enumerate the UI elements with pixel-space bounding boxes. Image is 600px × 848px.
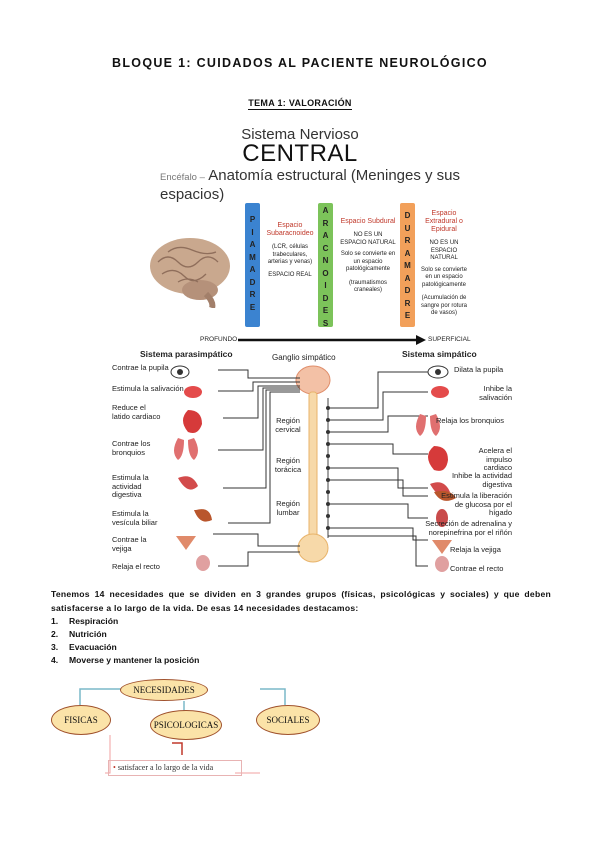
axis-label-superficial: SUPERFICIAL [428, 336, 471, 343]
symp-label-7: Secreción de adrenalina y norepinefrina … [425, 519, 512, 537]
symp-label-6: Estimula la liberación de glucosa por el… [441, 491, 512, 517]
needs-node-psicologicas: PSICOLOGICAS [150, 710, 222, 740]
encefalo-prefix: Encéfalo – [160, 172, 205, 183]
region-lumbar: Región lumbar [276, 499, 300, 517]
symp-label-5: Inhibe la actividad digestiva [451, 471, 512, 489]
para-label-7: Contrae la vejiga [112, 535, 147, 553]
autonomic-diagram [170, 365, 456, 572]
page-title: BLOQUE 1: CUIDADOS AL PACIENTE NEUROLÓGI… [112, 56, 488, 70]
figure-title-line1: Sistema Nervioso [241, 126, 359, 143]
symp-label-3: Relaja los bronquios [436, 416, 504, 425]
para-label-1: Contrae la pupila [112, 363, 169, 372]
depth-arrow [238, 335, 426, 345]
aracnoides-bar [318, 203, 333, 327]
needs-node-fisicas: FISICAS [51, 705, 111, 735]
symp-label-2: Inhibe la salivación [479, 384, 512, 402]
space-epidural: Espacio Extradural o Epidural NO ES UN E… [420, 210, 468, 316]
list-item: 2.Nutrición [51, 629, 107, 639]
list-item: 4.Moverse y mantener la posición [51, 655, 200, 665]
duramadre-bar [400, 203, 415, 327]
space-subdural: Espacio Subdural NO ES UN ESPACIO NATURA… [340, 218, 396, 293]
ganglion-title: Ganglio simpático [272, 353, 336, 362]
list-item: 3.Evacuación [51, 642, 117, 652]
list-item: 1.Respiración [51, 616, 119, 626]
parasympathetic-title: Sistema parasimpático [140, 349, 233, 359]
figure-heading: Encéfalo – Anatomía estructural (Meninge… [160, 167, 480, 203]
region-cervical: Región cervical [275, 416, 301, 434]
needs-list: 1.Respiración 2.Nutrición 3.Evacuación 4… [51, 615, 199, 667]
para-label-4: Contrae los bronquios [112, 439, 151, 457]
bullet-icon: • [113, 763, 116, 772]
para-label-2: Estimula la salivación [112, 384, 184, 393]
brain-image [150, 238, 230, 308]
figure-title-line2: CENTRAL [242, 140, 358, 167]
symp-label-1: Dilata la pupila [454, 365, 504, 374]
needs-note-box: • satisfacer a lo largo de la vida [108, 760, 242, 776]
needs-node-sociales: SOCIALES [256, 705, 320, 735]
para-label-3: Reduce el latido cardiaco [112, 403, 161, 421]
para-label-6: Estimula la vesícula biliar [112, 509, 158, 527]
intro-paragraph: Tenemos 14 necesidades que se dividen en… [51, 589, 551, 613]
piamadre-bar [245, 203, 260, 327]
axis-label-profundo: PROFUNDO [200, 336, 238, 343]
space-subaracnoideo: Espacio Subaracnoideo (LCR, células trab… [266, 222, 314, 278]
region-toracica: Región torácica [274, 456, 302, 474]
symp-label-9: Contrae el recto [450, 564, 504, 573]
symp-label-8: Relaja la vejiga [450, 545, 501, 554]
para-label-5: Estimula la actividad digestiva [112, 473, 149, 499]
symp-label-4: Acelera el impulso cardiaco [478, 446, 512, 472]
section-subtitle: TEMA 1: VALORACIÓN [0, 98, 600, 110]
needs-note: satisfacer a lo largo de la vida [117, 763, 214, 772]
section-subtitle-text: TEMA 1: VALORACIÓN [248, 98, 352, 110]
anatomy-heading: Anatomía estructural (Meninges y sus esp… [160, 167, 461, 203]
sympathetic-title: Sistema simpático [402, 349, 477, 359]
needs-root-node: NECESIDADES [120, 679, 208, 701]
para-label-8: Relaja el recto [112, 562, 160, 571]
